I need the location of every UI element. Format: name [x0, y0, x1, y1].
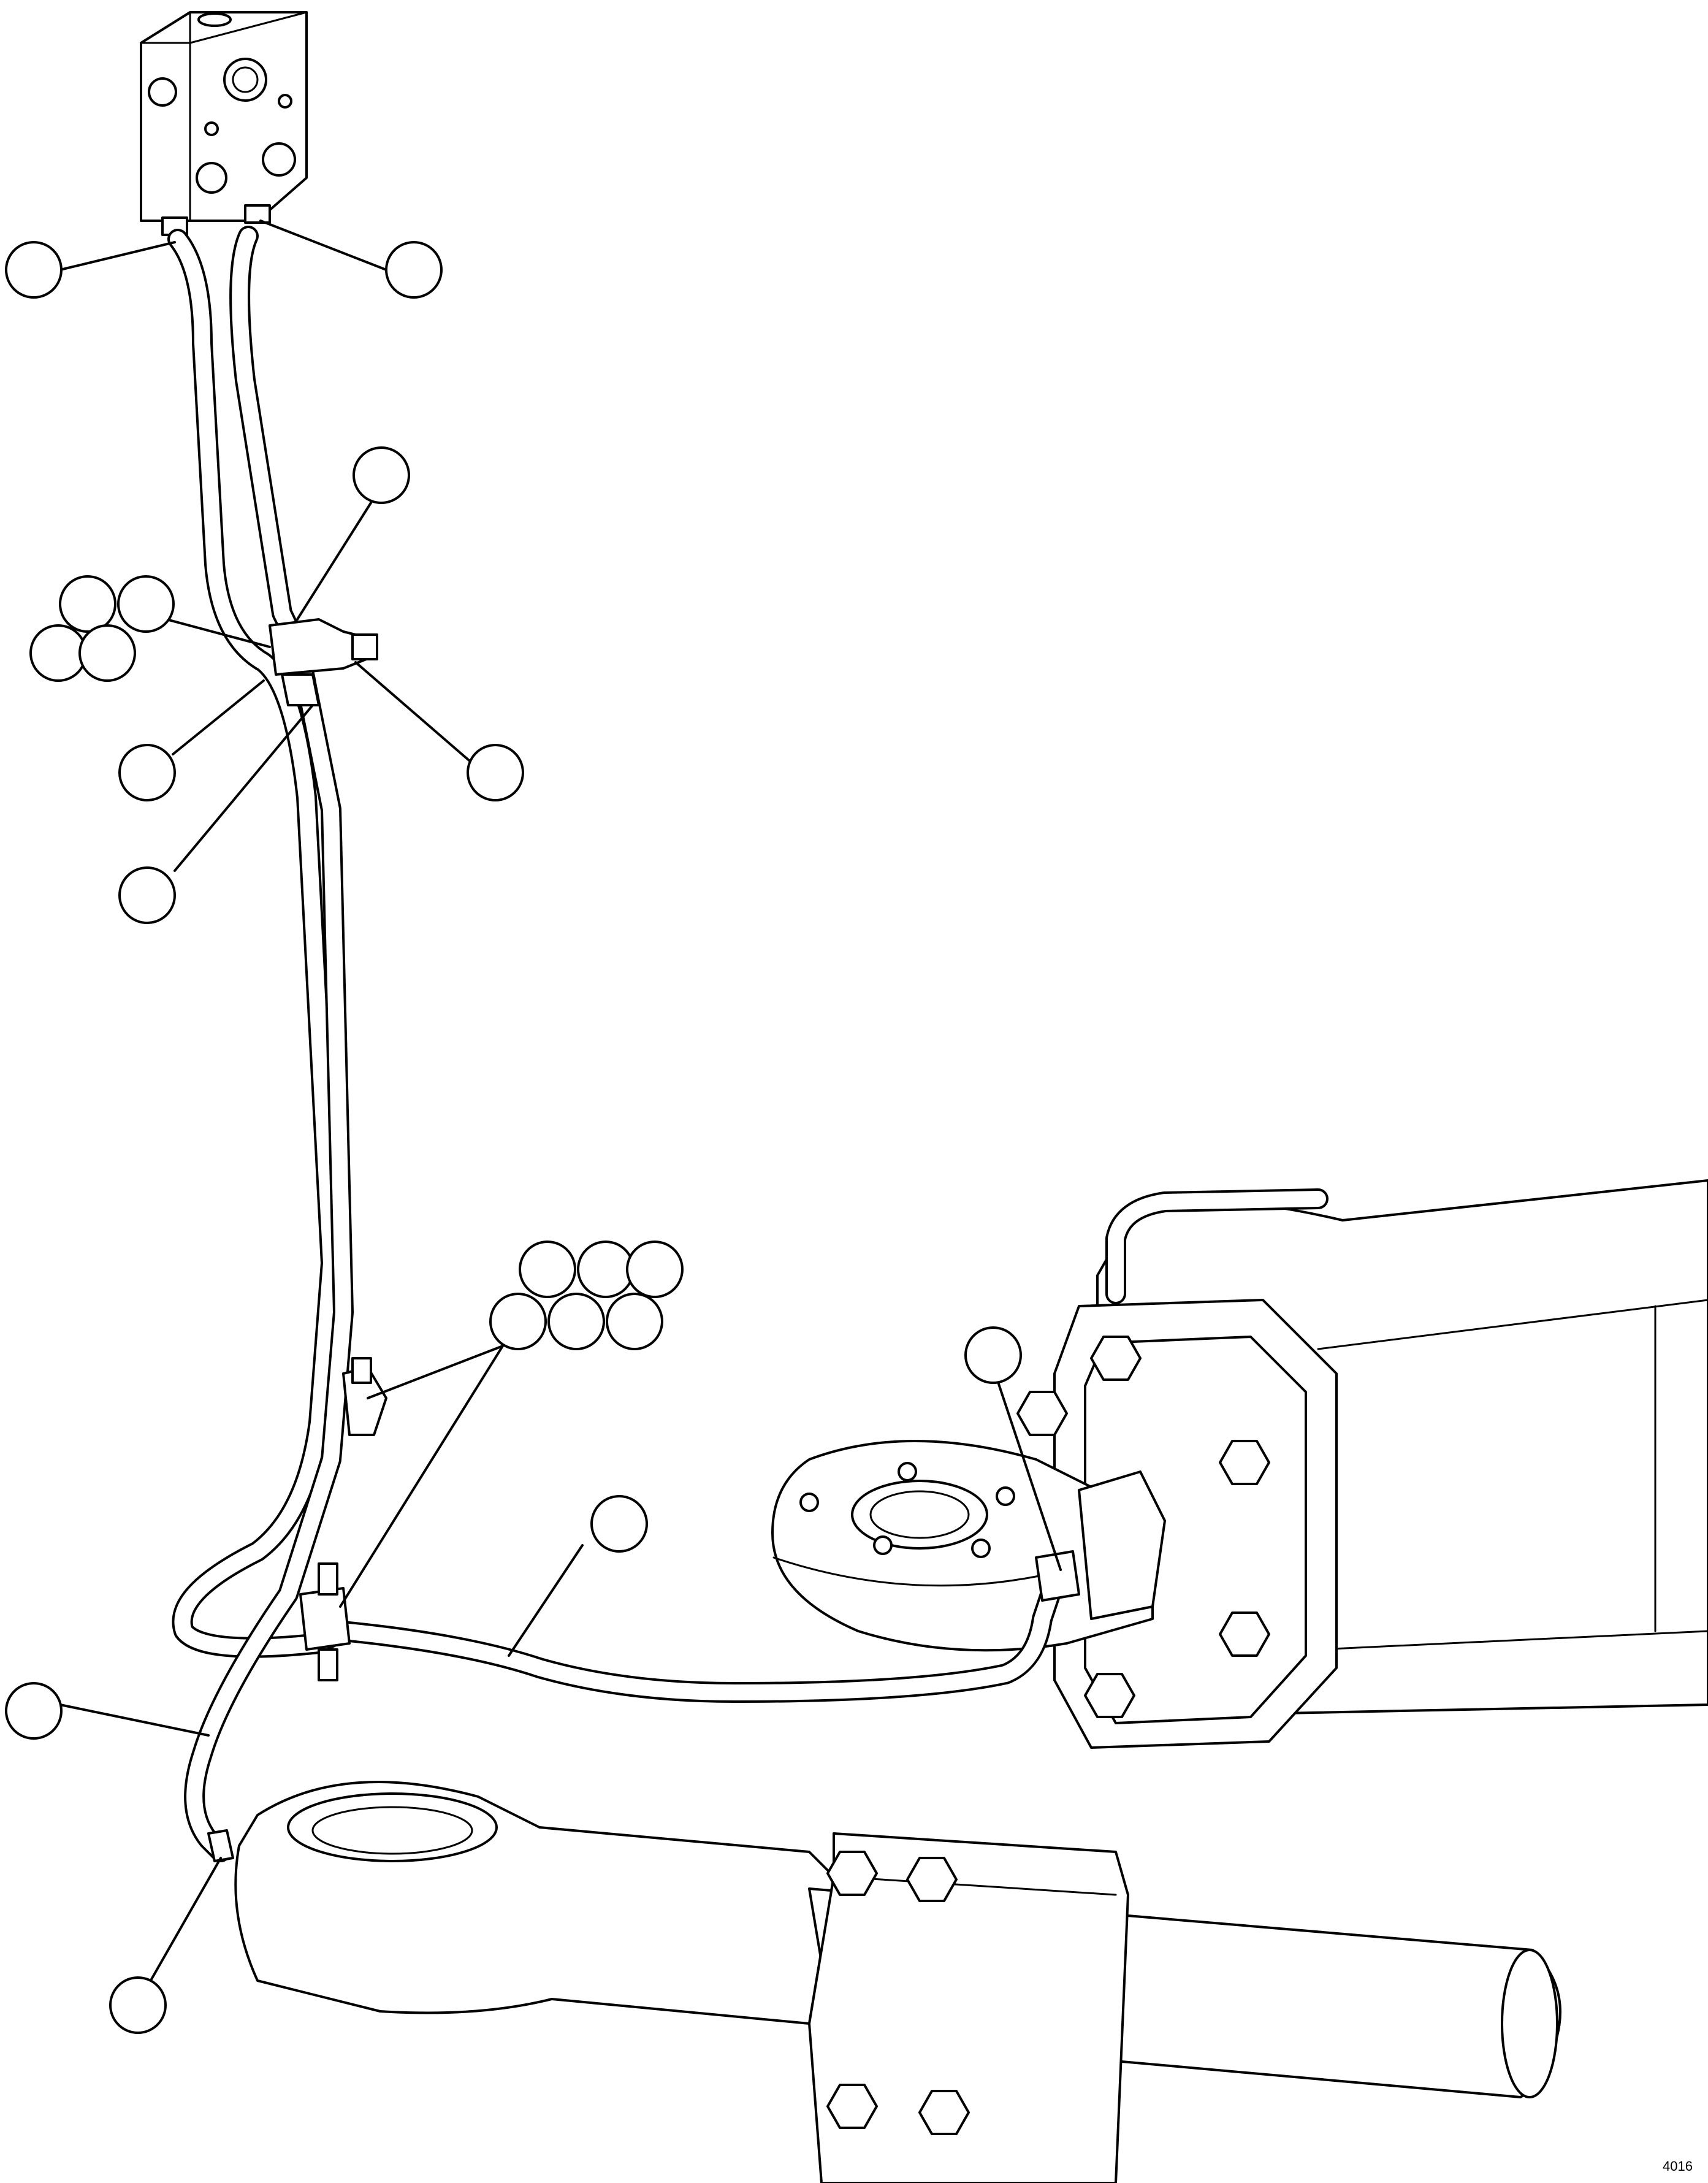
hose-clamps	[207, 618, 1080, 1862]
leader-lines	[59, 220, 1062, 1988]
callout-c13[interactable]	[626, 1241, 684, 1298]
callout-c6[interactable]	[29, 624, 87, 682]
callout-c17[interactable]	[964, 1326, 1022, 1384]
callout-c11[interactable]	[519, 1241, 576, 1298]
callout-c8[interactable]	[118, 744, 176, 801]
callout-c3[interactable]	[353, 446, 410, 504]
callout-c16[interactable]	[606, 1293, 663, 1350]
axle-housing	[1016, 1179, 1708, 1749]
callout-c15[interactable]	[547, 1293, 605, 1350]
hydraulic-hoses	[167, 226, 1065, 1862]
callout-c10[interactable]	[118, 866, 176, 924]
callout-balloons	[5, 241, 1022, 2034]
clamp-bolts	[826, 1851, 970, 2135]
tie-rod-assembly	[234, 1781, 1561, 2183]
callout-c5[interactable]	[117, 575, 175, 633]
callout-c7[interactable]	[78, 624, 136, 682]
valve-block	[140, 11, 308, 236]
callout-c18[interactable]	[590, 1495, 648, 1553]
callout-c1[interactable]	[5, 241, 63, 299]
callout-c19[interactable]	[5, 1682, 63, 1740]
callout-c9[interactable]	[467, 744, 524, 801]
callout-c12[interactable]	[577, 1241, 635, 1298]
drawing-reference-code: 4016	[1663, 2158, 1693, 2174]
callout-c4[interactable]	[59, 575, 116, 633]
callout-c20[interactable]	[109, 1976, 167, 2034]
callout-c2[interactable]	[385, 241, 443, 299]
flange-bolts	[1016, 1336, 1270, 1718]
callout-c14[interactable]	[489, 1293, 547, 1350]
